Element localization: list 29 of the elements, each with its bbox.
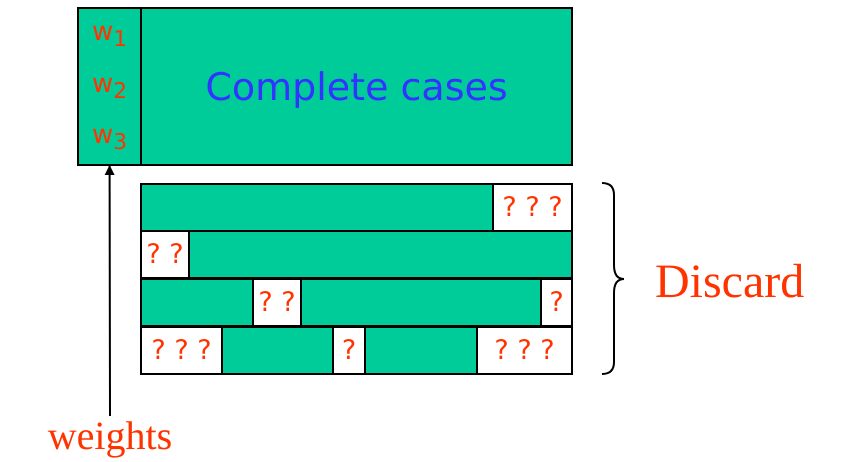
- filled-bar: [140, 278, 254, 327]
- missing-value-cell: [540, 278, 573, 327]
- missing-marks: ?: [549, 289, 564, 316]
- weights-column: [77, 7, 142, 166]
- bracket-label: Discard: [655, 258, 804, 306]
- missing-marks: ? ? ?: [151, 337, 212, 364]
- filled-bar: [300, 278, 542, 327]
- filled-bar: [364, 326, 478, 375]
- box-title: Complete cases: [205, 68, 508, 106]
- weight-label: w$_{3}$: [92, 122, 128, 154]
- missing-value-cell: [476, 326, 573, 375]
- missing-value-cell: [252, 278, 302, 327]
- missing-marks: ?: [342, 337, 356, 364]
- weight-label: w$_{2}$: [92, 70, 128, 102]
- filled-bar: [221, 326, 334, 375]
- missing-value-cell: [332, 326, 366, 375]
- axis-caption: weights: [48, 416, 172, 456]
- missing-value-cell: [492, 183, 573, 232]
- missing-marks: ? ?: [146, 241, 184, 268]
- arrow: [104, 165, 115, 416]
- missing-value-cell: [140, 326, 223, 375]
- missing-marks: ? ? ?: [494, 337, 555, 364]
- missing-marks: ? ? ?: [502, 194, 563, 221]
- weight-label: w$_{1}$: [92, 18, 128, 51]
- missing-marks: ? ?: [258, 289, 296, 316]
- filled-bar: [188, 230, 573, 279]
- complete-cases-box: [140, 7, 573, 166]
- missing-value-cell: [140, 230, 190, 279]
- filled-bar: [140, 183, 494, 232]
